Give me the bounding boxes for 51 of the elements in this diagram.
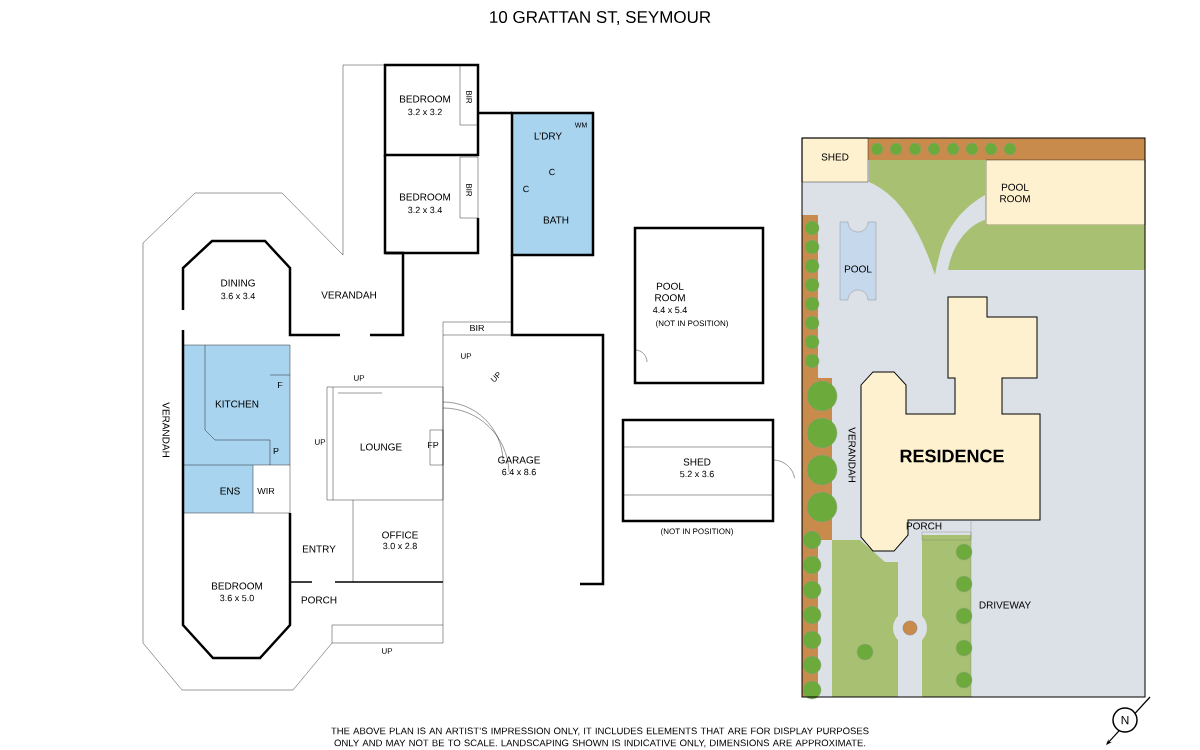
room-dimension: 3.2 x 3.4 <box>408 206 442 214</box>
room-name: L’DRY <box>534 132 562 140</box>
cupboard-label: BIR <box>466 91 472 104</box>
room-name: KITCHEN <box>215 400 259 408</box>
building-label: RESIDENCE <box>900 449 1004 463</box>
room-name: VERANDAH <box>162 402 170 457</box>
stair-label: UP <box>461 353 472 359</box>
position-note: (NOT IN POSITION) <box>661 528 733 536</box>
verandah-label: VERANDAH <box>848 427 856 482</box>
cupboard-label: F <box>278 381 283 389</box>
room-name: POOL ROOM <box>655 282 685 302</box>
building-label: POOL ROOM <box>1000 183 1030 203</box>
cupboard-label: BIR <box>470 324 485 332</box>
stair-label: UP <box>315 439 326 445</box>
position-note: (NOT IN POSITION) <box>656 320 728 328</box>
room-name: ENTRY <box>302 545 336 553</box>
room-dimension: 4.4 x 5.4 <box>652 306 687 314</box>
room-name: LOUNGE <box>360 443 402 451</box>
driveway-label: DRIVEWAY <box>979 601 1031 609</box>
room-dimension: 3.6 x 3.4 <box>221 292 255 300</box>
room-dimension: 5.2 x 3.6 <box>680 470 714 478</box>
porch-label: PORCH <box>906 522 942 530</box>
stair-label: UP <box>490 372 500 382</box>
plan-title: 10 GRATTAN ST, SEYMOUR <box>490 11 711 26</box>
pool-label: POOL <box>844 265 872 273</box>
room-name: ENS <box>220 487 240 495</box>
cupboard-label: C <box>523 185 529 193</box>
room-dimension: 3.6 x 5.0 <box>220 594 254 602</box>
disclaimer: THE ABOVE PLAN IS AN ARTIST’S IMPRESSION ONLY, IT INCLUDES ELEMENTS THAT ARE FOR DISPLAY PURPOSES ONLY AND MAY NOT BE TO SCALE. LANDSCAPING SHOWN IS INDICATIVE ONLY, DIMENSIONS ARE APPROXIMATE. <box>331 727 869 748</box>
room-name: OFFICE <box>382 531 418 539</box>
room-name: BEDROOM <box>212 582 262 590</box>
room-name: DINING <box>221 279 255 287</box>
room-name: GARAGE <box>498 456 540 464</box>
building-label: SHED <box>821 153 849 161</box>
cupboard-label: WIR <box>257 487 275 495</box>
room-name: BATH <box>543 216 569 224</box>
fireplace-label: FP <box>428 441 439 449</box>
room-name: SHED <box>683 458 711 466</box>
room-name: BEDROOM <box>400 193 450 201</box>
cupboard-label: P <box>273 447 279 455</box>
room-name: PORCH <box>301 596 337 604</box>
room-dimension: 6.4 x 8.6 <box>502 468 536 476</box>
stair-label: UP <box>382 648 393 654</box>
cupboard-label: C <box>549 168 555 176</box>
room-dimension: 3.0 x 2.8 <box>383 542 417 550</box>
cupboard-label: BIR <box>466 184 472 197</box>
room-name: VERANDAH <box>321 291 376 299</box>
stair-label: UP <box>354 375 365 381</box>
room-dimension: 3.2 x 3.2 <box>408 108 442 116</box>
room-name: BEDROOM <box>400 95 450 103</box>
north-label: N <box>1121 715 1129 725</box>
